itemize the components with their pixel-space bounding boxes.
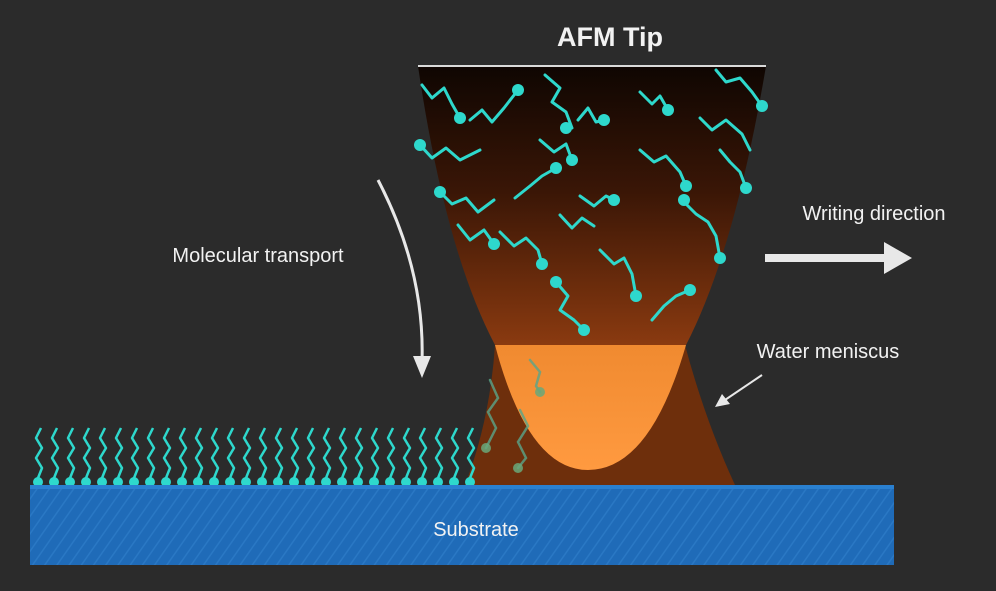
monolayer-chain bbox=[354, 427, 364, 479]
substrate-label: Substrate bbox=[433, 519, 519, 541]
monolayer-chain bbox=[130, 427, 140, 479]
monolayer-chain bbox=[210, 427, 220, 479]
monolayer-head bbox=[65, 477, 75, 487]
monolayer-head bbox=[385, 477, 395, 487]
monolayer-head bbox=[465, 477, 475, 487]
monolayer-head bbox=[337, 477, 347, 487]
monolayer-chain bbox=[82, 427, 92, 479]
monolayer-head bbox=[433, 477, 443, 487]
monolayer-head bbox=[289, 477, 299, 487]
monolayer-head bbox=[417, 477, 427, 487]
tip-molecule bbox=[498, 230, 544, 266]
monolayer-chain bbox=[50, 427, 60, 479]
tip-molecule bbox=[598, 248, 638, 298]
monolayer-head bbox=[161, 477, 171, 487]
monolayer-chain bbox=[194, 427, 204, 479]
tip-molecule bbox=[543, 73, 574, 130]
molecular-transport-arrow bbox=[376, 179, 424, 363]
monolayer-chain bbox=[98, 427, 108, 479]
tip-molecule bbox=[698, 116, 752, 152]
monolayer-chain bbox=[146, 427, 156, 479]
monolayer-head bbox=[81, 477, 91, 487]
tip-molecule bbox=[638, 148, 688, 188]
monolayer-head bbox=[449, 477, 459, 487]
monolayer-head bbox=[321, 477, 331, 487]
tip-molecule bbox=[420, 83, 462, 120]
monolayer-head bbox=[97, 477, 107, 487]
meniscus-molecule-heads bbox=[481, 387, 545, 473]
tip-molecule bbox=[438, 190, 496, 214]
tip-molecule bbox=[680, 198, 722, 260]
molecular-transport-label: Molecular transport bbox=[172, 245, 344, 267]
water-meniscus-pointer bbox=[721, 374, 763, 403]
monolayer-chain bbox=[242, 427, 252, 479]
monolayer-chain bbox=[402, 427, 412, 479]
monolayer-chain bbox=[162, 427, 172, 479]
monolayer-chain bbox=[178, 427, 188, 479]
monolayer-head bbox=[241, 477, 251, 487]
monolayer-head bbox=[145, 477, 155, 487]
afm-tip-label: AFM Tip bbox=[557, 22, 663, 52]
monolayer-chain bbox=[370, 427, 380, 479]
tip-molecule bbox=[718, 148, 748, 190]
monolayer-chain bbox=[386, 427, 396, 479]
monolayer-head bbox=[49, 477, 59, 487]
monolayer-chain bbox=[434, 427, 444, 479]
monolayer-head bbox=[209, 477, 219, 487]
tip-molecule bbox=[468, 88, 520, 124]
monolayer-chain bbox=[274, 427, 284, 479]
writing-direction-label: Writing direction bbox=[802, 203, 945, 225]
tip-molecule bbox=[418, 143, 482, 162]
monolayer-chain bbox=[466, 427, 476, 479]
monolayer-head bbox=[193, 477, 203, 487]
monolayer-chain bbox=[450, 427, 460, 479]
self-assembled-monolayer bbox=[33, 427, 476, 487]
tip-molecule bbox=[513, 166, 558, 200]
monolayer-chain bbox=[290, 427, 300, 479]
tip-molecule bbox=[554, 280, 586, 332]
substrate-top-edge bbox=[30, 485, 894, 489]
monolayer-chain bbox=[306, 427, 316, 479]
writing-direction-arrowhead bbox=[884, 242, 912, 274]
water-meniscus-pointer-head bbox=[715, 394, 730, 407]
water-droplet bbox=[495, 345, 686, 470]
monolayer-chain bbox=[114, 427, 124, 479]
water-meniscus-label: Water meniscus bbox=[757, 341, 900, 363]
monolayer-chain bbox=[322, 427, 332, 479]
tip-molecule bbox=[638, 90, 670, 112]
monolayer-head bbox=[33, 477, 43, 487]
monolayer-head bbox=[369, 477, 379, 487]
substrate-block bbox=[30, 485, 894, 565]
tip-molecule bbox=[558, 213, 596, 230]
tip-molecules bbox=[418, 68, 764, 332]
monolayer-chain bbox=[418, 427, 428, 479]
monolayer-chain bbox=[226, 427, 236, 479]
monolayer-head bbox=[113, 477, 123, 487]
monolayer-head bbox=[225, 477, 235, 487]
tip-molecule bbox=[714, 68, 764, 108]
monolayer-head bbox=[273, 477, 283, 487]
molecular-transport-arrowhead bbox=[413, 356, 431, 378]
monolayer-head bbox=[129, 477, 139, 487]
tip-molecule-heads bbox=[414, 84, 768, 336]
tip-molecule bbox=[456, 223, 496, 246]
monolayer-chain bbox=[258, 427, 268, 479]
monolayer-chain bbox=[66, 427, 76, 479]
monolayer-chain bbox=[338, 427, 348, 479]
monolayer-head bbox=[401, 477, 411, 487]
monolayer-head bbox=[257, 477, 267, 487]
monolayer-chain bbox=[34, 427, 44, 479]
monolayer-head bbox=[305, 477, 315, 487]
monolayer-head bbox=[353, 477, 363, 487]
monolayer-head bbox=[177, 477, 187, 487]
tip-molecule bbox=[538, 138, 574, 162]
tip-molecule bbox=[650, 288, 692, 322]
